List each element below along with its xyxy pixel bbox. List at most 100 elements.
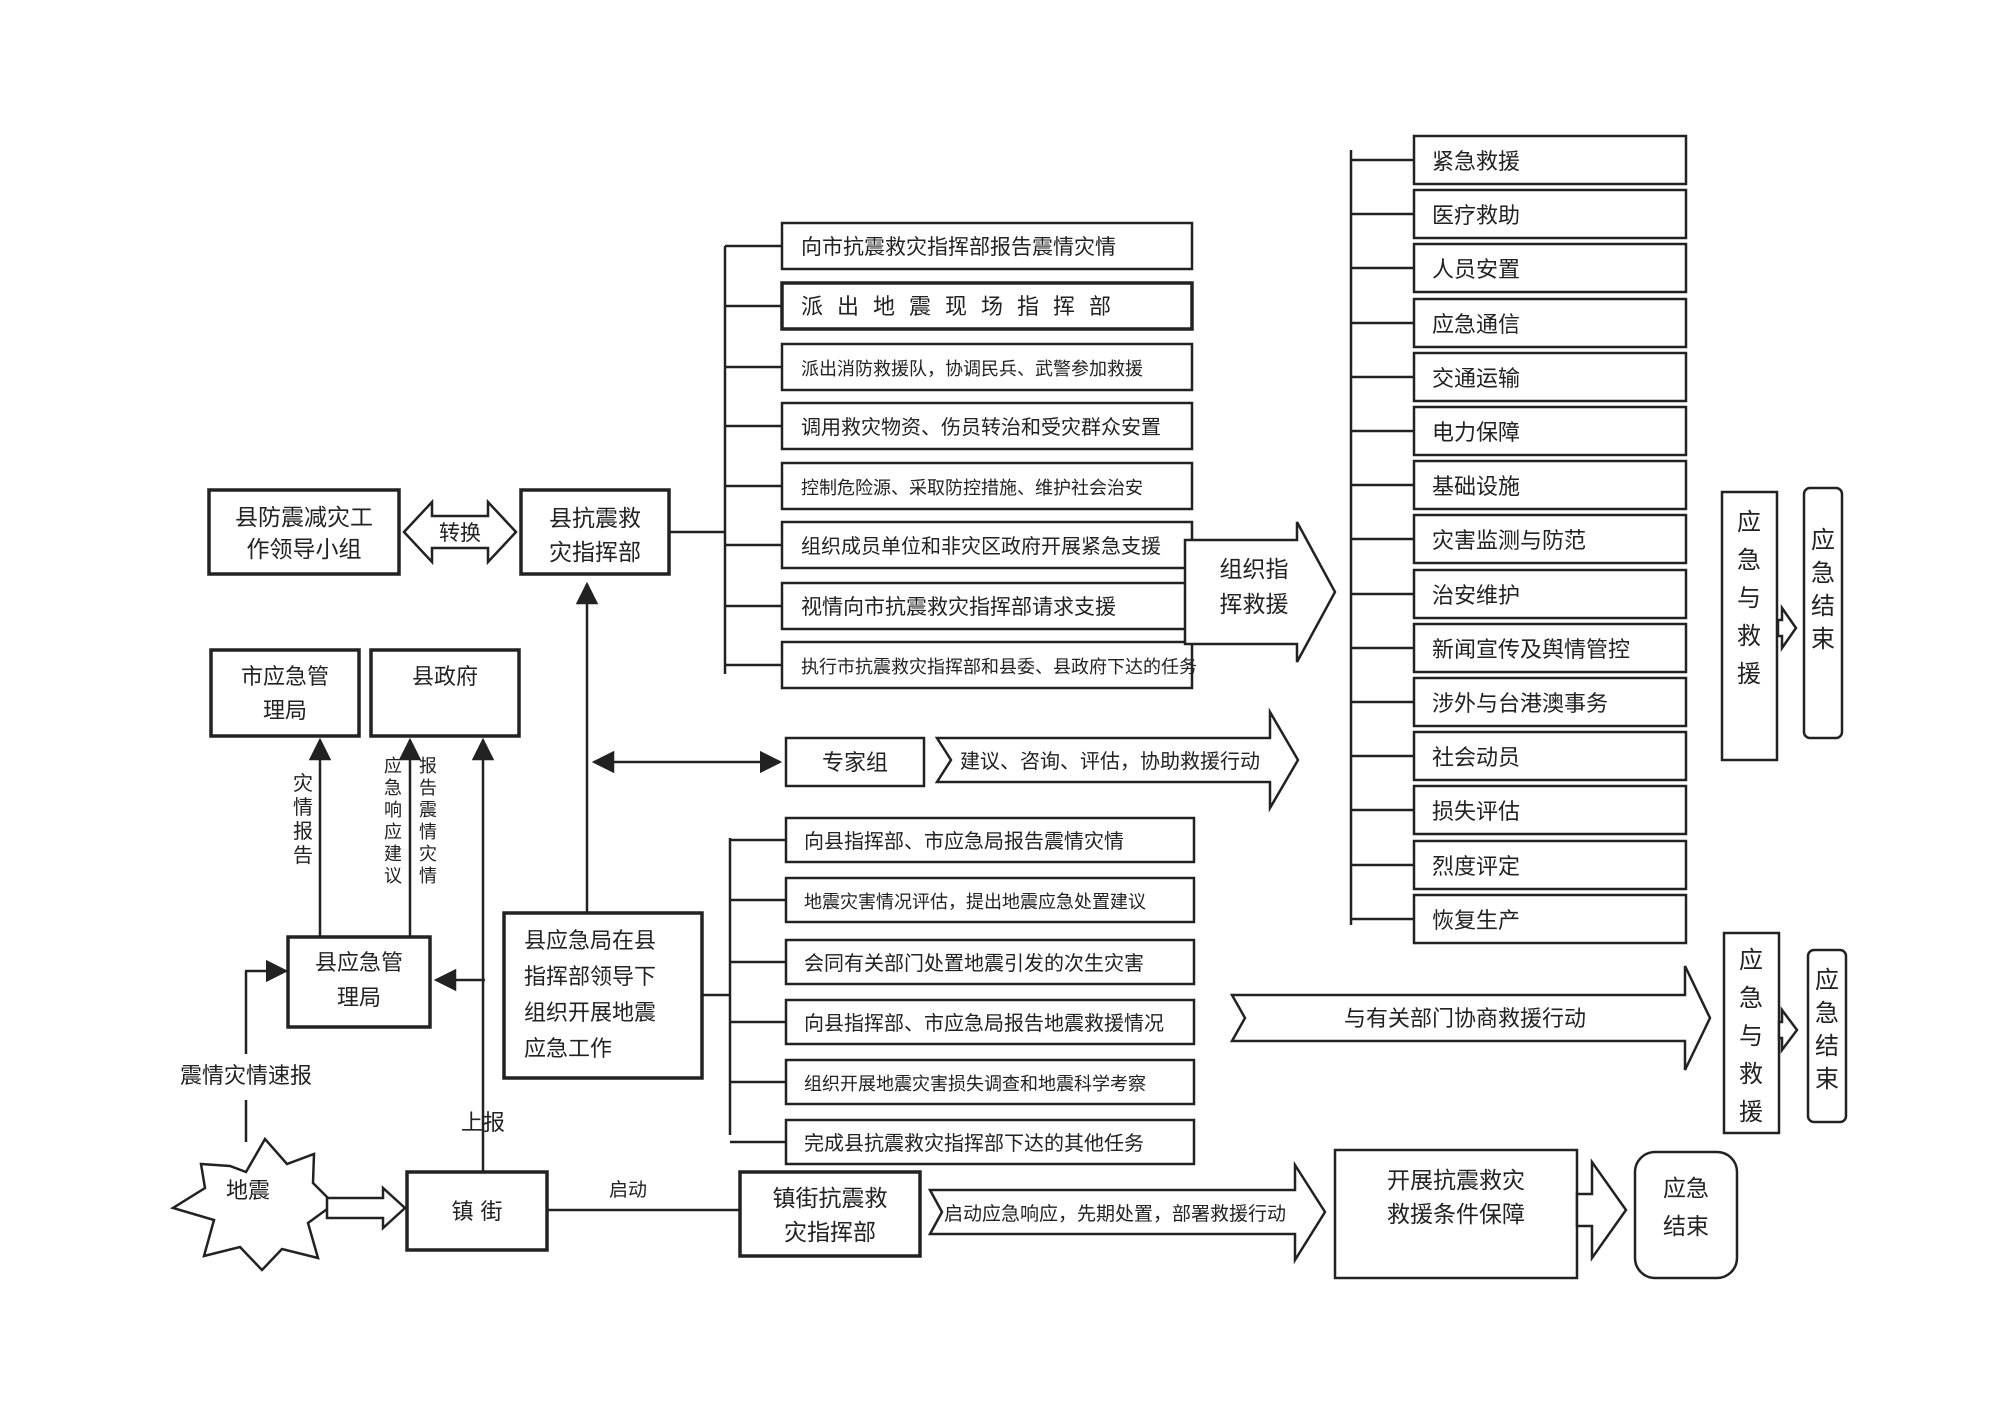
coordinate-hollow-arrow [1229, 965, 1712, 1071]
bureau-task-label: 向县指挥部、市应急局报告震情灾情 [804, 829, 1124, 853]
county-hq-line1: 县抗震救 [549, 506, 641, 532]
rescue-item-box [1412, 513, 1688, 565]
town-hq-line2: 灾指挥部 [784, 1220, 876, 1246]
end-mid-text-char: 急 [1815, 999, 1839, 1027]
rescue-item-label: 人员安置 [1432, 258, 1520, 283]
support-box [1333, 1148, 1579, 1280]
hq-task-box [780, 342, 1194, 392]
rescue-item-label: 基础设施 [1432, 475, 1520, 500]
organize-command-arrow [1183, 521, 1337, 663]
rescue-item-label: 电力保障 [1432, 421, 1520, 446]
start-label: 启动 [609, 1179, 647, 1201]
hq-task-label: 组织成员单位和非灾区政府开展紧急支援 [801, 534, 1161, 558]
city-emergency-bureau-box [209, 648, 361, 738]
town-arrow-label: 启动应急响应，先期处置，部署救援行动 [944, 1203, 1286, 1225]
convert-double-arrow [402, 498, 518, 566]
coordinate-arrow-label: 与有关部门协商救援行动 [1344, 1007, 1586, 1032]
rescue-item-box [1412, 134, 1688, 186]
town-hollow-arrow [927, 1160, 1327, 1265]
report-up-label: 上报 [461, 1111, 505, 1136]
rescue-item-label: 社会动员 [1432, 746, 1520, 771]
rescue-item-label: 恢复生产 [1432, 909, 1520, 934]
end-top-text-char: 结 [1811, 592, 1835, 620]
rescue-item-box [1412, 730, 1688, 782]
bureau-work-line1: 县应急局在县 [524, 929, 656, 954]
rescue-item-label: 治安维护 [1432, 584, 1520, 609]
bureau-task-box [784, 1118, 1196, 1166]
hq-task-box [780, 401, 1194, 451]
hq-task-box [780, 640, 1194, 690]
disaster-report-label: 灾情报告 [293, 771, 313, 867]
hq-task-label: 派出地震现场指挥部 [801, 295, 1125, 320]
city-emergency-bureau-line2: 理局 [263, 699, 307, 724]
support-line1: 开展抗震救灾 [1387, 1168, 1525, 1194]
rescue-item-box [1412, 839, 1688, 891]
bureau-task-box [784, 1058, 1196, 1106]
end-mid-text-char: 结 [1815, 1032, 1839, 1060]
county-emergency-bureau-box [286, 935, 432, 1029]
rescue-top-text-char: 与 [1737, 584, 1761, 612]
rescue-mid-text-char: 急 [1739, 984, 1763, 1012]
rescue-mid-text-char: 应 [1739, 946, 1763, 974]
hq-task-label: 派出消防救援队，协调民兵、武警参加救援 [801, 359, 1143, 380]
hq-task-box [780, 581, 1194, 631]
rescue-mid-text-char: 与 [1739, 1022, 1763, 1050]
bureau-task-label: 向县指挥部、市应急局报告地震救援情况 [804, 1011, 1164, 1035]
rescue-item-box [1412, 351, 1688, 403]
bureau-task-box [784, 938, 1196, 986]
bureau-task-list: 向县指挥部、市应急局报告震情灾情地震灾害情况评估，提出地震应急处置建议会同有关部… [730, 816, 1196, 1166]
rescue-mid-text-char: 援 [1739, 1098, 1763, 1126]
rescue-top-text-char: 急 [1737, 546, 1761, 574]
hq-task-box [780, 221, 1194, 271]
town-hq-box [738, 1170, 922, 1258]
bureau-task-box [784, 876, 1196, 924]
rescue-item-box [1412, 676, 1688, 728]
rescue-item-box [1412, 405, 1688, 457]
rescue-item-label: 损失评估 [1432, 800, 1520, 825]
bureau-task-box [784, 998, 1196, 1046]
report-quake-label: 报告震情灾情 [419, 756, 437, 887]
end-bottom-line1: 应急 [1663, 1176, 1709, 1202]
rescue-item-label: 医疗救助 [1432, 204, 1520, 229]
expert-group-label: 专家组 [822, 751, 888, 776]
earthquake-star [169, 1136, 336, 1272]
end-top-box [1802, 486, 1844, 740]
end-top-text-char: 束 [1811, 625, 1835, 653]
expert-group-box [784, 736, 926, 788]
end-top-text-char: 急 [1811, 559, 1835, 587]
bureau-work-line4: 应急工作 [524, 1037, 612, 1062]
rescue-item-label: 紧急救援 [1432, 150, 1520, 175]
rescue-mid-box [1722, 931, 1781, 1135]
town-label: 镇 街 [452, 1200, 503, 1225]
earthquake-label: 地震 [226, 1179, 270, 1204]
organize-command-line2: 挥救援 [1220, 592, 1289, 618]
county-emergency-bureau-line2: 理局 [337, 986, 381, 1011]
rescue-item-label: 烈度评定 [1432, 855, 1520, 880]
earthquake-to-town-arrow [325, 1185, 407, 1231]
hq-task-label: 调用救灾物资、伤员转治和受灾群众安置 [801, 415, 1161, 439]
town-hq-line1: 镇街抗震救 [773, 1186, 888, 1212]
expert-hollow-arrow [934, 707, 1300, 813]
county-prevention-group-box [207, 488, 401, 576]
bureau-task-label: 组织开展地震灾害损失调查和地震科学考察 [804, 1074, 1146, 1095]
expert-arrow-label: 建议、咨询、评估，协助救援行动 [960, 749, 1260, 773]
end-mid-text-char: 应 [1815, 966, 1839, 994]
rescue-item-label: 灾害监测与防范 [1432, 529, 1586, 554]
county-emergency-bureau-line1: 县应急管 [315, 951, 403, 976]
end-bottom-line2: 结束 [1663, 1214, 1709, 1240]
rescue-item-box [1412, 188, 1688, 240]
hq-task-box [780, 520, 1194, 570]
county-prevention-group-line1: 县防震减灾工 [235, 505, 373, 531]
bureau-task-label: 完成县抗震救灾指挥部下达的其他任务 [804, 1131, 1144, 1155]
convert-label: 转换 [439, 521, 481, 545]
hq-task-label: 视情向市抗震救灾指挥部请求支援 [801, 595, 1116, 619]
county-prevention-group-line2: 作领导小组 [247, 537, 362, 563]
rescue-item-label: 新闻宣传及舆情管控 [1432, 638, 1630, 663]
hq-task-box [780, 461, 1194, 511]
bureau-task-label: 会同有关部门处置地震引发的次生灾害 [804, 951, 1144, 975]
rescue-top-text-char: 救 [1737, 622, 1761, 650]
